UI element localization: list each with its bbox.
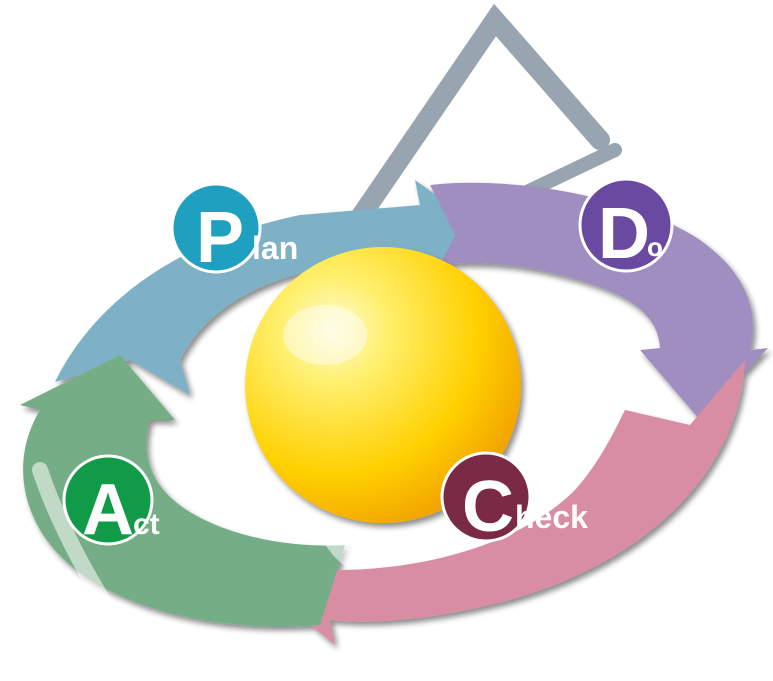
act-rest: ct [133, 508, 160, 541]
check-rest: heck [515, 499, 588, 535]
cycle-arrows [20, 180, 768, 645]
plan-label: P lan [170, 182, 298, 278]
act-badge [62, 454, 154, 546]
check-initial: C [462, 467, 514, 547]
do-badge [578, 177, 674, 273]
act-initial: A [82, 470, 134, 550]
plan-rest: lan [252, 230, 298, 266]
check-label: C heck [440, 451, 588, 547]
check-badge [440, 451, 532, 543]
do-initial: D [598, 194, 650, 274]
plan-badge [170, 182, 262, 274]
act-arrow [20, 355, 345, 627]
watermark-letter-m [340, 3, 610, 242]
do-arrow [430, 182, 768, 420]
center-sphere [245, 247, 521, 523]
do-rest: o [647, 232, 663, 262]
act-label: A ct [62, 454, 160, 550]
plan-initial: P [196, 198, 244, 278]
watermark-letter-j [32, 462, 158, 681]
plan-arrow [55, 180, 485, 395]
sphere-highlight [283, 305, 367, 365]
do-label: D o [578, 177, 674, 274]
check-arrow [275, 360, 745, 645]
